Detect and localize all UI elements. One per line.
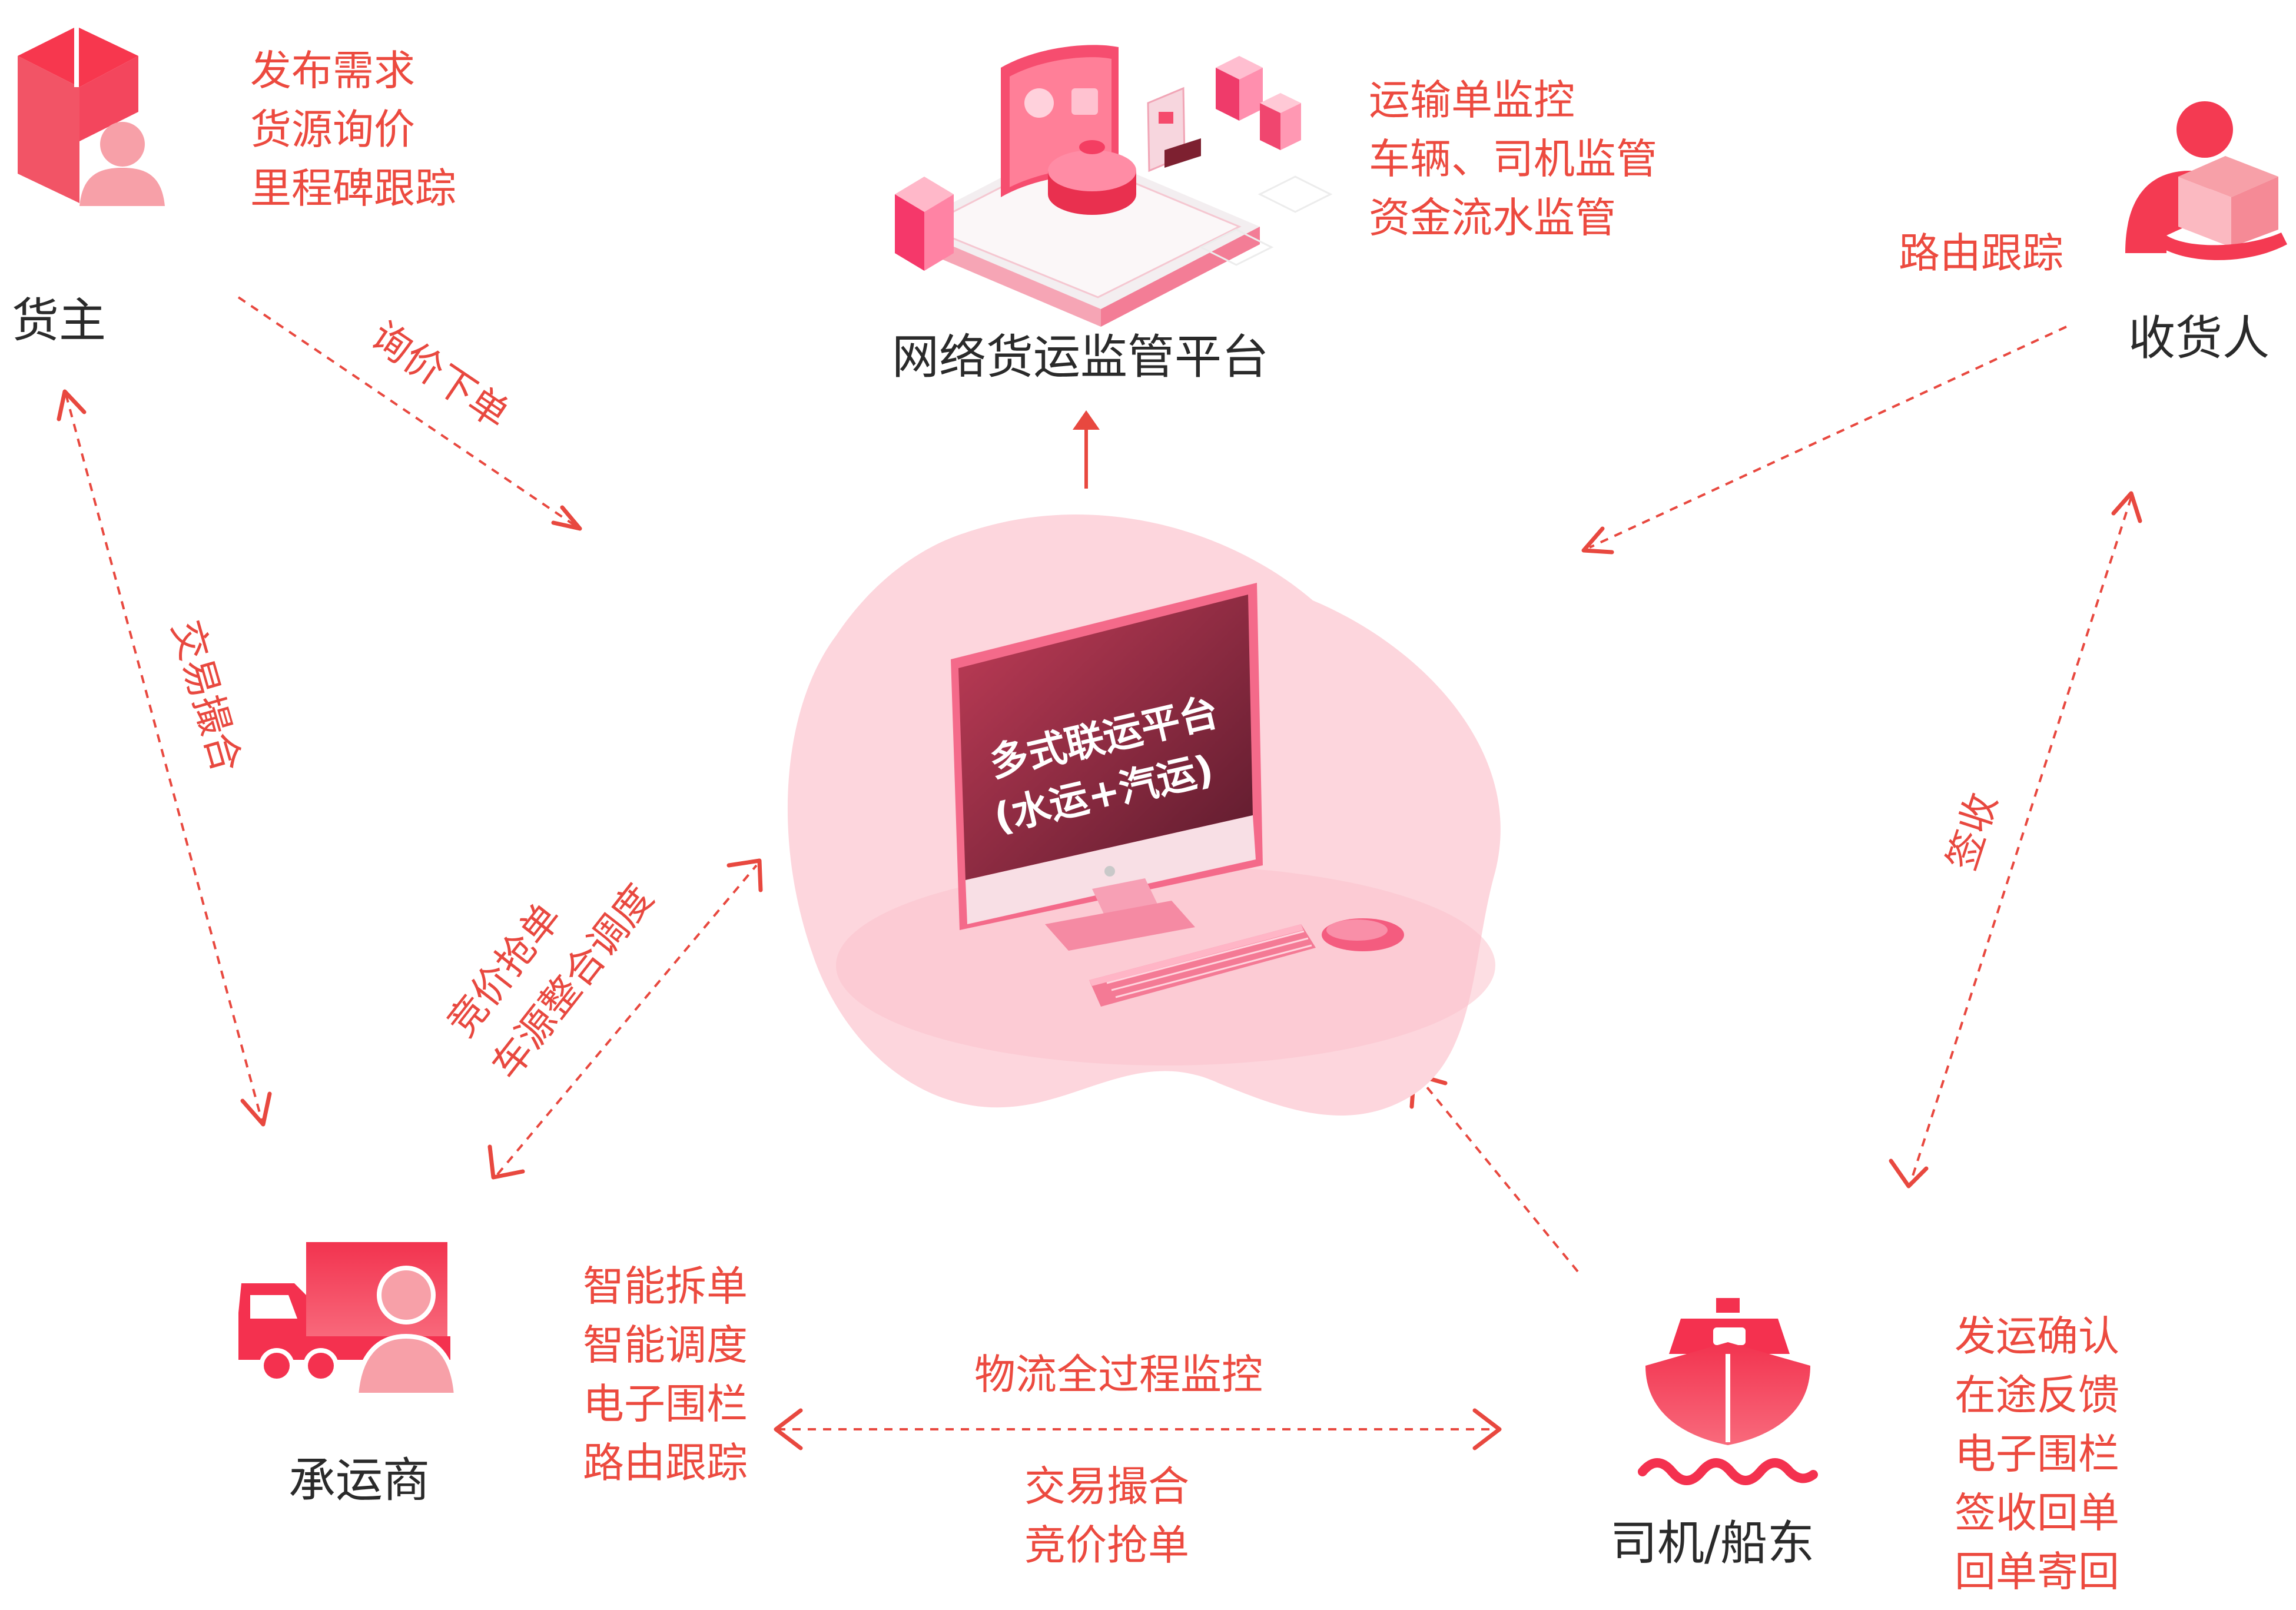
edge-consignee-driver <box>1909 497 2132 1184</box>
driver-feature: 在途反馈 <box>1955 1371 2119 1419</box>
ship-icon <box>1638 1298 1818 1485</box>
arrowhead-shipper-end <box>57 389 87 421</box>
edge-label-carrier-driver-bottom: 交易撮合 竞价抢单 <box>1024 1466 1189 1584</box>
regulator-platform-illustration <box>895 45 1333 327</box>
regulator-feature: 资金流水监管 <box>1369 194 1616 242</box>
arrowhead-shipper-to-center <box>551 505 582 531</box>
shipper-feature: 货源询价 <box>250 105 415 154</box>
arrowhead-driver-end <box>1889 1158 1929 1189</box>
edge-carrier-center <box>496 864 758 1176</box>
edge-driver-to-center <box>1418 1076 1579 1273</box>
regulator-feature: 运输单监控 <box>1369 76 1575 124</box>
driver-feature-list: 发运确认 在途反馈 电子围栏 签收回单 回单寄回 <box>1955 1316 2119 1610</box>
edge-label-carrier-driver-top: 物流全过程监控 <box>974 1350 1263 1399</box>
shipper-box-person-icon <box>18 26 165 206</box>
consignee-feature-list: 路由跟踪 <box>1899 233 2063 291</box>
shipper-feature: 发布需求 <box>250 47 415 95</box>
carrier-feature: 路由跟踪 <box>583 1439 748 1487</box>
driver-feature: 回单寄回 <box>1955 1548 2119 1596</box>
arrowhead-driver-end-3 <box>1472 1408 1502 1450</box>
arrowhead-carrier-end-3 <box>774 1408 803 1450</box>
driver-feature: 电子围栏 <box>1955 1430 2119 1478</box>
edge-shipper-carrier <box>65 394 263 1122</box>
carrier-feature-list: 智能拆单 智能调度 电子围栏 路由跟踪 <box>583 1266 748 1501</box>
arrowhead-center-to-regulator <box>1073 410 1100 430</box>
node-label-consignee: 收货人 <box>2128 311 2270 366</box>
carrier-feature: 智能调度 <box>583 1321 748 1369</box>
node-label-driver: 司机/船东 <box>1610 1516 1814 1571</box>
arrowhead-consignee-to-center <box>1581 526 1614 555</box>
arrowhead-carrier-end <box>240 1091 272 1127</box>
shipper-feature: 里程碑跟踪 <box>250 164 456 213</box>
edge-label-carrier-driver-bottom-line: 竞价抢单 <box>1024 1521 1189 1569</box>
computer-illustration <box>787 514 1501 1116</box>
node-label-carrier: 承运商 <box>288 1453 430 1508</box>
node-label-regulator: 网络货运监管平台 <box>892 330 1269 384</box>
edge-consignee-to-center <box>1589 326 2067 549</box>
arrowhead-carrier-end-2 <box>487 1144 525 1180</box>
consignee-feature: 路由跟踪 <box>1899 229 2063 277</box>
driver-feature: 签收回单 <box>1955 1489 2119 1537</box>
edge-shipper-to-center <box>237 296 578 528</box>
carrier-feature: 电子围栏 <box>583 1380 748 1428</box>
node-label-shipper: 货主 <box>12 293 106 348</box>
edge-label-carrier-driver-bottom-line: 交易撮合 <box>1024 1462 1189 1511</box>
shipper-feature-list: 发布需求 货源询价 里程碑跟踪 <box>250 50 456 227</box>
arrowhead-center-end <box>726 858 763 892</box>
arrowhead-consignee-end <box>2111 491 2142 523</box>
carrier-feature: 智能拆单 <box>583 1262 748 1310</box>
regulator-feature: 车辆、司机监管 <box>1369 135 1657 183</box>
driver-feature: 发运确认 <box>1955 1312 2119 1360</box>
regulator-feature-list: 运输单监控 车辆、司机监管 资金流水监管 <box>1369 79 1657 256</box>
consignee-person-box-icon <box>2125 101 2287 260</box>
carrier-truck-person-icon <box>238 1242 459 1397</box>
